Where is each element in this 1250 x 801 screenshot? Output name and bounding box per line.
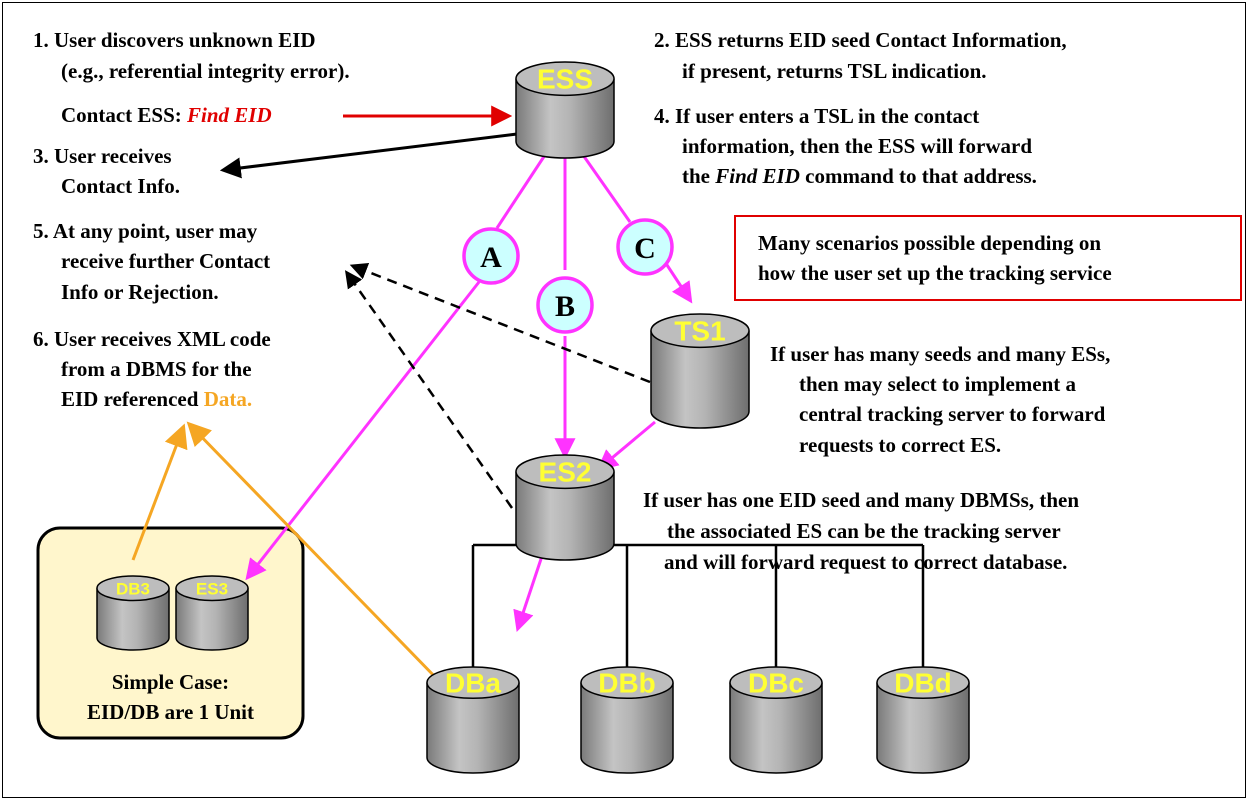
- cylinder-dbc: DBc: [729, 666, 823, 774]
- step-1-line-2: (e.g., referential integrity error).: [61, 59, 350, 83]
- step-6-line-1: 6. User receives XML code: [33, 327, 271, 351]
- step-5-line-1: 5. At any point, user may: [33, 219, 258, 243]
- step-1-contact-prefix: Contact ESS:: [61, 103, 188, 127]
- cylinder-label-ts1: TS1: [674, 316, 725, 347]
- cylinder-es3: ES3: [175, 575, 249, 651]
- cylinder-label-db3: DB3: [116, 579, 150, 598]
- step-1-line-1: 1. User discovers unknown EID: [33, 28, 316, 52]
- data-label: Data.: [203, 387, 253, 411]
- es2-note-line-2: the associated ES can be the tracking se…: [667, 519, 1061, 543]
- path-label-a: A: [480, 241, 502, 274]
- cylinder-dbb: DBb: [580, 666, 674, 774]
- simple-case-line-1: Simple Case:: [111, 670, 230, 694]
- cylinder-label-dba: DBa: [445, 668, 501, 699]
- cylinder-dba: DBa: [426, 666, 520, 774]
- ts1-note-line-1: If user has many seeds and many ESs,: [770, 342, 1111, 366]
- cylinder-es2: ES2: [515, 454, 615, 561]
- find-eid-command: Find EID: [187, 103, 272, 127]
- dashed-rejection-arrows: [344, 262, 651, 509]
- es2-note-line-1: If user has one EID seed and many DBMSs,…: [643, 488, 1080, 512]
- step-6-prefix: EID referenced: [61, 387, 204, 411]
- step-3-line-2: Contact Info.: [61, 174, 180, 198]
- es2-note-line-3: and will forward request to correct data…: [664, 550, 1068, 574]
- step-5-line-3: Info or Rejection.: [61, 280, 219, 304]
- ts1-note-line-2: then may select to implement a: [799, 372, 1077, 396]
- cylinder-label-ess: ESS: [537, 64, 593, 95]
- magenta-connections: [245, 154, 693, 632]
- scenarios-note-box: Many scenarios possible depending on how…: [734, 215, 1242, 301]
- step-6-line-2: from a DBMS for the: [61, 357, 252, 381]
- ts1-note-line-3: central tracking server to forward: [799, 402, 1106, 426]
- path-circle-c: C: [616, 218, 674, 276]
- scenarios-note-line-2: how the user set up the tracking service: [758, 261, 1112, 285]
- step-4-command: Find EID: [715, 164, 800, 188]
- step-4-line-1: 4. If user enters a TSL in the contact: [654, 104, 980, 128]
- step-3-line-1: 3. User receives: [33, 144, 172, 168]
- cylinder-ts1: TS1: [650, 313, 750, 429]
- cylinder-db3: DB3: [96, 575, 170, 651]
- step-4-prefix: the: [682, 164, 716, 188]
- cylinder-dbd: DBd: [876, 666, 970, 774]
- path-label-b: B: [555, 290, 575, 323]
- cylinder-label-es3: ES3: [196, 579, 228, 598]
- step-6-line-3: EID referenced Data.: [61, 385, 252, 414]
- simple-case-line-2: EID/DB are 1 Unit: [86, 700, 255, 724]
- step-2-line-1: 2. ESS returns EID seed Contact Informat…: [654, 28, 1067, 52]
- step-1-line-3: Contact ESS: Find EID: [61, 101, 272, 130]
- step-4-suffix: command to that address.: [799, 164, 1037, 188]
- orange-data-arrows: [131, 421, 442, 684]
- step-2-line-2: if present, returns TSL indication.: [682, 59, 987, 83]
- ts1-note-line-4: requests to correct ES.: [799, 433, 1002, 457]
- scenarios-note-line-1: Many scenarios possible depending on: [758, 231, 1102, 255]
- path-circle-a: A: [462, 227, 520, 285]
- path-circle-b: B: [536, 276, 594, 334]
- cylinder-label-dbb: DBb: [598, 668, 656, 699]
- cylinder-label-dbc: DBc: [748, 668, 804, 699]
- contact-info-arrow: [219, 132, 518, 179]
- step-5-line-2: receive further Contact: [61, 249, 271, 273]
- cylinder-ess: ESS: [515, 61, 615, 159]
- step-4-line-2: information, then the ESS will forward: [682, 134, 1033, 158]
- cylinder-label-dbd: DBd: [894, 668, 952, 699]
- step-4-line-3: the Find EID command to that address.: [682, 162, 1037, 191]
- path-label-c: C: [634, 232, 656, 265]
- cylinder-label-es2: ES2: [539, 457, 592, 488]
